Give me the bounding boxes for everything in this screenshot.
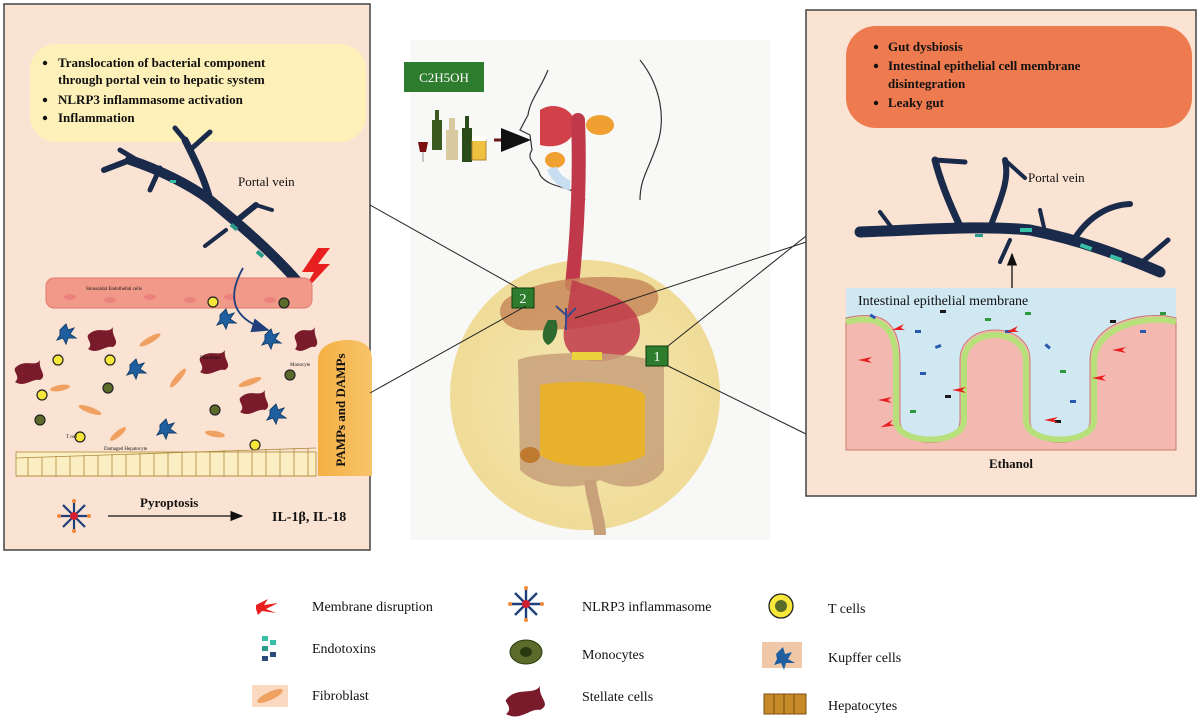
formula-box [404, 62, 484, 92]
gallbladder [542, 320, 558, 345]
left-bullets: Translocation of bacterial component thr… [42, 55, 266, 125]
endothelial-label: Sinusoidal Endothelial cells [86, 287, 142, 292]
left-bullet-2: NLRP3 inflammasome activation [58, 92, 244, 107]
left-panel: Translocation of bacterial component thr… [3, 3, 372, 551]
left-portal-vein [101, 125, 303, 287]
right-bullet-2: Intestinal epithelial cell membrane [888, 58, 1081, 73]
left-portal-vein-label: Portal vein [238, 174, 295, 189]
pancreas [572, 352, 602, 360]
nlrp3-icon-left [57, 499, 91, 533]
small-intestine [540, 382, 645, 467]
hepatocyte-row [15, 447, 317, 477]
center-anatomy: C2H5OH 2 1 [369, 40, 859, 540]
face-outline [519, 69, 586, 201]
right-portal-vein-label: Portal vein [1028, 170, 1085, 185]
endothelial-band [45, 277, 313, 309]
t-cells [36, 354, 261, 451]
head-outline [639, 59, 662, 201]
lumen-bacteria [869, 310, 1166, 423]
pamps-damps-shape [318, 340, 372, 476]
step-2-label: 2 [520, 292, 527, 307]
oesophagus [565, 113, 586, 292]
legend-label-fibroblast: Fibroblast [312, 689, 369, 704]
right-bullet-3: Leaky gut [888, 95, 945, 110]
pyroptosis-label: Pyroptosis [140, 495, 198, 510]
kupffer-cells [55, 308, 288, 441]
monocytes [34, 369, 296, 426]
mouth-shape [540, 105, 575, 147]
tiny-label-tcell: T cell [66, 435, 78, 440]
left-vein-dots [170, 180, 265, 259]
stomach [563, 280, 640, 362]
legend-label-monocytes: Monocytes [582, 648, 644, 663]
tiny-label-fibroblast: Fibroblast [200, 356, 221, 361]
fibroblast-icon [257, 689, 283, 703]
legend-label-tcells: T cells [828, 602, 865, 617]
legend-stellate: Stellate cells [505, 686, 653, 717]
legend-label-nlrp3: NLRP3 inflammasome [582, 600, 712, 615]
membrane-disruption-icon [256, 599, 278, 615]
legend-membrane-disruption: Membrane disruption [256, 599, 433, 615]
right-bullets: Gut dysbiosis Intestinal epithelial cell… [873, 39, 1081, 110]
legend-endotoxins: Endotoxins [262, 636, 376, 661]
legend-tcells: T cells [768, 593, 865, 619]
translocation-arrow [233, 267, 270, 333]
legend: Membrane disruption Endotoxins Fibroblas… [252, 586, 901, 717]
hepatocyte-icon [763, 693, 807, 715]
formula-label: C2H5OH [419, 70, 469, 85]
stellate-cells [14, 327, 318, 414]
step-1-box [645, 345, 669, 367]
salivary-gland [586, 115, 614, 135]
legend-label-kupffer: Kupffer cells [828, 651, 901, 666]
epithelial-lining [845, 316, 1177, 443]
left-bullet-1: Translocation of bacterial component [58, 55, 266, 70]
appendix [520, 447, 540, 463]
legend-fibroblast: Fibroblast [252, 685, 369, 707]
right-bullet-1: Gut dysbiosis [888, 39, 963, 54]
stellate-cell-icon [505, 686, 545, 717]
trachea [547, 166, 571, 190]
step-1-label: 1 [654, 350, 661, 365]
legend-label-stellate: Stellate cells [582, 690, 653, 705]
legend-label-membrane-disruption: Membrane disruption [312, 600, 433, 615]
portal-vessels [555, 305, 577, 330]
legend-label-hepatocytes: Hepatocytes [828, 699, 897, 714]
nlrp3-icon [508, 586, 544, 622]
alcohol-beverages-icon [418, 110, 487, 162]
left-bullet-1-cont: through portal vein to hepatic system [58, 72, 265, 87]
membrane-label: Intestinal epithelial membrane [858, 294, 1028, 309]
right-bullet-2-cont: disintegration [888, 76, 966, 91]
right-panel: Gut dysbiosis Intestinal epithelial cell… [805, 9, 1197, 497]
cytokines-label: IL-1β, IL-18 [272, 510, 346, 525]
rectum [584, 479, 606, 536]
left-summary-box [30, 44, 366, 142]
tiny-label-monocyte: Monocyte [290, 363, 311, 368]
left-bullet-3: Inflammation [58, 110, 135, 125]
legend-kupffer: Kupffer cells [762, 642, 901, 670]
fibroblasts [50, 333, 262, 441]
legend-hepatocytes: Hepatocytes [763, 693, 897, 715]
legend-monocytes: Monocytes [509, 639, 644, 665]
right-vein-dots [975, 228, 1123, 262]
legend-label-endotoxins: Endotoxins [312, 642, 376, 657]
endothelial-nuclei [64, 294, 276, 303]
tiny-label-damaged-hepatocyte: Damaged Hepatocyte [104, 447, 148, 452]
membrane-disruption-marks [858, 324, 1126, 428]
right-summary-box [846, 26, 1192, 128]
ethanol-label: Ethanol [989, 456, 1033, 471]
kupffer-cell-icon [774, 647, 795, 670]
pamps-damps-label: PAMPs and DAMPs [333, 353, 348, 466]
legend-nlrp3: NLRP3 inflammasome [508, 586, 712, 622]
